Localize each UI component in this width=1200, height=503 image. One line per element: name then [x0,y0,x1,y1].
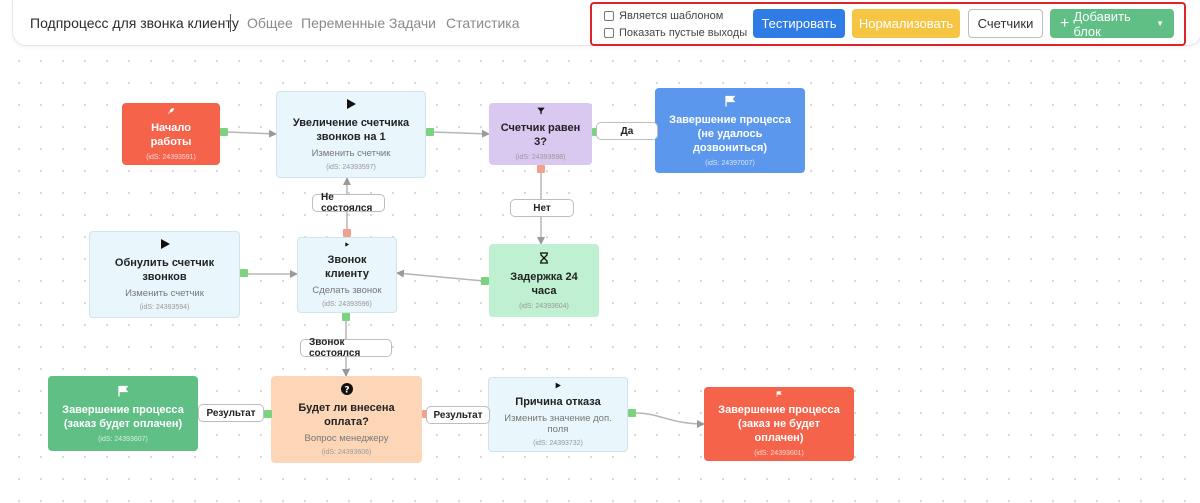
output-port[interactable] [481,277,489,285]
output-port[interactable] [220,128,228,136]
node-title: Будет ли внесена оплата? [298,402,395,428]
output-port[interactable] [343,229,351,237]
node-id: (idS: 24397007) [705,159,755,167]
svg-text:?: ? [344,385,349,395]
node-title: Звонок клиенту [325,254,369,280]
page-title: Подпроцесс для звонка клиенту [30,15,239,31]
node-delay[interactable]: Задержка 24 часа (idS: 24393604) [489,244,599,317]
node-id: (idS: 24393594) [139,304,190,311]
node-subtitle: Изменить значение доп. поля [504,413,612,435]
node-title: Завершение процесса (не удалось дозвонит… [669,113,791,154]
output-port[interactable] [628,409,636,417]
tab-variables[interactable]: Переменные [301,15,386,31]
node-refusal-reason[interactable]: Причина отказа Изменить значение доп. по… [488,377,628,452]
node-start[interactable]: Начало работы (idS: 24393591) [122,103,220,165]
node-reset-counter[interactable]: Обнулить счетчик звонков Изменить счетчи… [89,231,240,318]
node-end-paid[interactable]: Завершение процесса (заказ будет оплачен… [48,376,198,451]
add-block-button[interactable]: + Добавить блок ▼ [1050,8,1174,39]
node-end-unpaid[interactable]: Завершение процесса (заказ не будет опла… [704,387,854,461]
play-icon [160,239,170,249]
node-title: Причина отказа [515,396,601,408]
flag-icon [118,385,129,396]
test-button[interactable]: Тестировать [753,9,845,38]
flag-icon [776,391,782,397]
edge-start-to-increment [226,129,277,138]
edge-label-result-right[interactable]: Результат [426,406,490,424]
edge-refusal-to-end [635,412,705,428]
node-title: Завершение процесса (заказ будет оплачен… [62,403,184,430]
edge-label-yes[interactable]: Да [596,122,658,140]
node-title: Обнулить счетчик звонков [114,257,215,283]
node-id: (idS: 24393598) [515,154,566,161]
toolbar: Является шаблоном Показать пустые выходы… [590,2,1186,46]
counters-button[interactable]: Счетчики [968,9,1043,38]
edge-label-result-left[interactable]: Результат [198,404,264,422]
question-icon: ? [340,383,353,395]
node-payment-question[interactable]: ? Будет ли внесена оплата? Вопрос менедж… [271,376,422,463]
tab-statistics[interactable]: Статистика [446,15,520,31]
node-title: Начало работы [150,122,192,148]
node-title: Задержка 24 часа [510,270,578,297]
node-counter-check[interactable]: Счетчик равен 3? (idS: 24393598) [489,103,592,165]
flag-icon [725,95,736,106]
filter-icon [536,107,545,115]
checkbox-box[interactable] [604,28,614,38]
output-port[interactable] [240,269,248,277]
plus-icon: + [1060,14,1070,32]
play-icon [347,99,356,109]
show-empty-outputs-label: Показать пустые выходы [619,27,748,39]
caret-down-icon: ▼ [1156,19,1164,28]
node-id: (idS: 24393606) [321,449,372,456]
node-id: (idS: 24393597) [326,164,376,171]
edge-label-not-happened[interactable]: Не состоялся [312,192,385,214]
output-port[interactable] [264,410,272,418]
play-icon [555,382,561,389]
checkbox-box[interactable] [604,11,614,21]
node-id: (idS: 24393591) [146,154,196,161]
node-end-failed[interactable]: Завершение процесса (не удалось дозвонит… [655,88,805,173]
node-id: (idS: 24393607) [98,435,148,443]
node-id: (idS: 24393604) [519,302,569,310]
play-icon [345,242,350,247]
edge-increment-to-check [432,129,490,138]
tab-general[interactable]: Общее [247,15,293,31]
node-subtitle: Сделать звонок [312,285,382,296]
node-title: Завершение процесса (заказ не будет опла… [718,404,840,444]
normalize-button[interactable]: Нормализовать [852,9,960,38]
tab-tasks[interactable]: Задачи [389,15,437,31]
title-divider [230,14,231,32]
rocket-icon [168,108,174,114]
hourglass-icon [540,251,548,264]
node-subtitle: Изменить счетчик [311,148,391,159]
edge-delay-to-call [396,269,485,282]
node-id: (idS: 24393596) [322,301,372,308]
output-port[interactable] [342,313,350,321]
node-increment-counter[interactable]: Увеличение счетчика звонков на 1 Изменит… [276,91,426,178]
node-call-client[interactable]: Звонок клиенту Сделать звонок (idS: 2439… [297,237,397,313]
node-title: Счетчик равен 3? [500,122,581,148]
add-block-label: Добавить блок [1073,8,1131,39]
output-port[interactable] [426,128,434,136]
node-subtitle: Вопрос менеджеру [304,433,389,444]
edge-label-no[interactable]: Нет [510,199,574,217]
show-empty-outputs-checkbox[interactable]: Показать пустые выходы [604,27,747,39]
node-subtitle: Изменить счетчик [125,288,204,299]
node-id: (idS: 24393732) [533,440,583,447]
is-template-checkbox[interactable]: Является шаблоном [604,10,723,22]
output-port[interactable] [537,165,545,173]
edge-label-call-happened[interactable]: Звонок состоялся [300,337,392,359]
is-template-label: Является шаблоном [619,10,724,22]
node-id: (idS: 24393601) [754,450,804,457]
node-title: Увеличение счетчика звонков на 1 [292,117,410,143]
